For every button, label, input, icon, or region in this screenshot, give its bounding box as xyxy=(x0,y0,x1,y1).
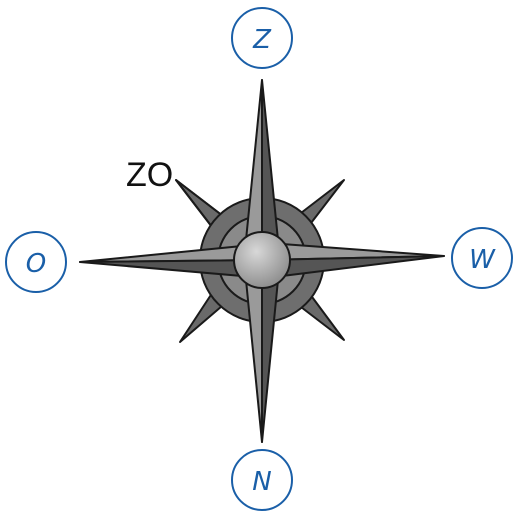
direction-label-bottom: N xyxy=(252,467,271,497)
direction-label-right: W xyxy=(469,245,496,275)
intercardinal-label-upper-left: ZO xyxy=(126,156,173,194)
direction-bottom: N xyxy=(232,450,292,510)
direction-left: O xyxy=(6,232,66,292)
direction-label-left: O xyxy=(26,249,46,279)
direction-label-top: Z xyxy=(252,25,272,55)
center-hub xyxy=(234,232,290,288)
direction-top: Z xyxy=(232,8,292,68)
direction-right: W xyxy=(452,228,512,288)
